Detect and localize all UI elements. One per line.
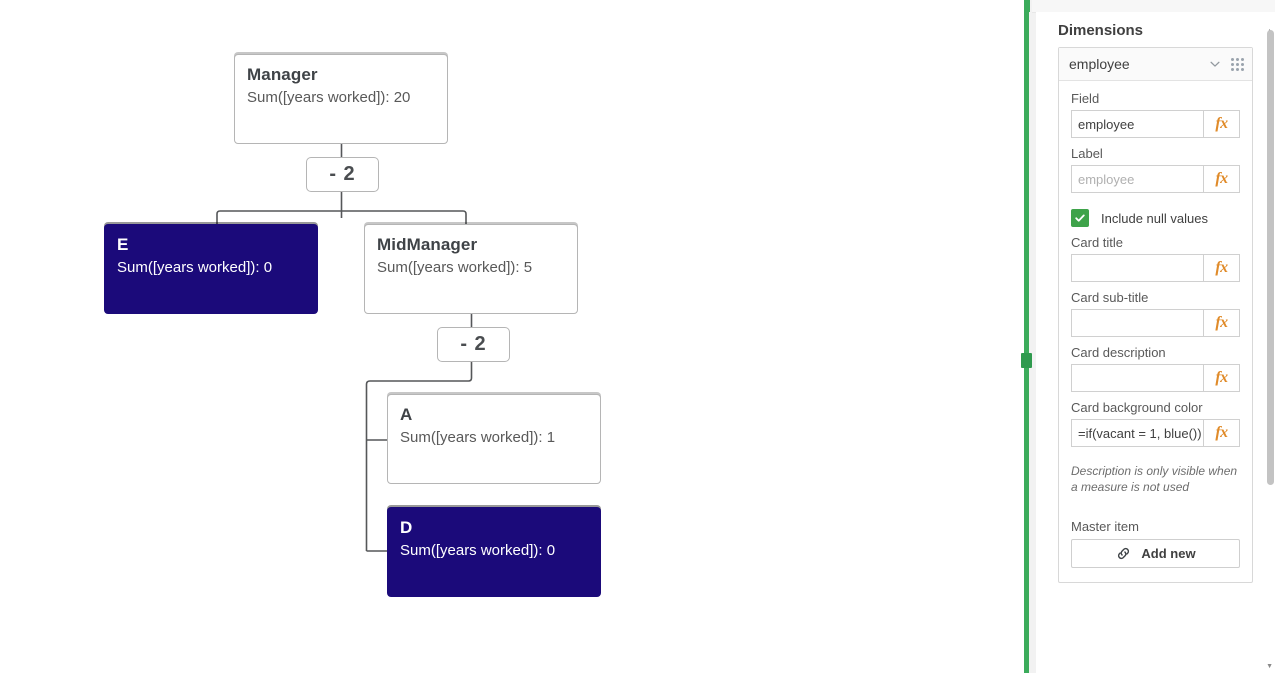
- panel-resize-handle[interactable]: [1024, 0, 1029, 673]
- fx-icon: fx: [1215, 369, 1228, 386]
- dimension-accordion: employee Field employee fx La: [1058, 47, 1253, 583]
- org-node-measure: Sum([years worked]): 0: [117, 259, 273, 276]
- org-node-title: D: [400, 518, 413, 537]
- field-row-card-background-color: =if(vacant = 1, blue()) fx: [1071, 419, 1240, 447]
- org-node-measure: Sum([years worked]): 20: [247, 89, 411, 106]
- add-new-master-item-button[interactable]: Add new: [1071, 539, 1240, 568]
- dimension-accordion-body: Field employee fx Label employee fx: [1059, 81, 1252, 582]
- field-row-field: employee fx: [1071, 110, 1240, 138]
- card-background-color-input[interactable]: =if(vacant = 1, blue()): [1071, 419, 1203, 447]
- include-null-values-row[interactable]: Include null values: [1071, 209, 1240, 227]
- panel-resize-grip[interactable]: [1021, 353, 1032, 368]
- add-new-label: Add new: [1141, 546, 1196, 561]
- fx-icon: fx: [1215, 424, 1228, 441]
- field-label-label: Label: [1071, 146, 1103, 161]
- master-item-label: Master item: [1071, 519, 1139, 534]
- org-node-title: Manager: [247, 65, 318, 84]
- field-row-label: employee fx: [1071, 165, 1240, 193]
- card-sub-title-expression-button[interactable]: fx: [1203, 309, 1240, 337]
- description-hint: Description is only visible when a measu…: [1071, 464, 1238, 494]
- panel-heading: Dimensions: [1058, 22, 1144, 39]
- org-node-e[interactable]: E Sum([years worked]): 0: [104, 224, 318, 314]
- include-null-values-label: Include null values: [1101, 210, 1208, 226]
- field-label-card-title: Card title: [1071, 235, 1124, 250]
- panel-gap: [1029, 0, 1036, 673]
- scroll-down-arrow[interactable]: ▼: [1266, 663, 1273, 670]
- org-node-measure: Sum([years worked]): 0: [400, 542, 556, 559]
- collapse-pill-manager[interactable]: - 2: [306, 157, 379, 192]
- org-node-title: E: [117, 235, 129, 254]
- properties-panel: Dimensions employee Field employee fx: [1036, 12, 1275, 673]
- panel-scrollbar-thumb[interactable]: [1267, 30, 1274, 485]
- org-node-measure: Sum([years worked]): 5: [377, 259, 533, 276]
- card-background-color-expression-button[interactable]: fx: [1203, 419, 1240, 447]
- field-row-card-description: fx: [1071, 364, 1240, 392]
- field-row-card-sub-title: fx: [1071, 309, 1240, 337]
- card-title-expression-button[interactable]: fx: [1203, 254, 1240, 282]
- label-input[interactable]: employee: [1071, 165, 1203, 193]
- card-title-input[interactable]: [1071, 254, 1203, 282]
- top-strip-accent: [1024, 0, 1030, 12]
- org-node-title: A: [400, 405, 413, 424]
- check-icon: [1075, 214, 1085, 222]
- field-label-field: Field: [1071, 91, 1100, 106]
- field-expression-button[interactable]: fx: [1203, 110, 1240, 138]
- fx-icon: fx: [1215, 170, 1228, 187]
- card-description-input[interactable]: [1071, 364, 1203, 392]
- dimension-name: employee: [1069, 56, 1130, 72]
- field-row-card-title: fx: [1071, 254, 1240, 282]
- org-node-a[interactable]: A Sum([years worked]): 1: [387, 394, 601, 484]
- dimension-accordion-header[interactable]: employee: [1059, 48, 1252, 81]
- fx-icon: fx: [1215, 259, 1228, 276]
- collapse-pill-midmanager[interactable]: - 2: [437, 327, 510, 362]
- card-sub-title-input[interactable]: [1071, 309, 1203, 337]
- org-node-d[interactable]: D Sum([years worked]): 0: [387, 507, 601, 597]
- org-chart-connectors: [216, 144, 473, 552]
- fx-icon: fx: [1215, 115, 1228, 132]
- label-expression-button[interactable]: fx: [1203, 165, 1240, 193]
- card-description-expression-button[interactable]: fx: [1203, 364, 1240, 392]
- org-node-measure: Sum([years worked]): 1: [400, 429, 556, 446]
- org-node-title: MidManager: [377, 235, 478, 254]
- field-label-card-background-color: Card background color: [1071, 400, 1203, 415]
- panel-scrollbar-track[interactable]: ▲ ▼: [1266, 12, 1275, 673]
- field-label-card-description: Card description: [1071, 345, 1166, 360]
- chevron-down-icon[interactable]: [1208, 57, 1222, 71]
- fx-icon: fx: [1215, 314, 1228, 331]
- field-input[interactable]: employee: [1071, 110, 1203, 138]
- link-chain-icon: [1118, 547, 1130, 560]
- drag-grip-icon[interactable]: [1231, 57, 1244, 71]
- include-null-values-checkbox[interactable]: [1071, 209, 1089, 227]
- field-label-card-sub-title: Card sub-title: [1071, 290, 1149, 305]
